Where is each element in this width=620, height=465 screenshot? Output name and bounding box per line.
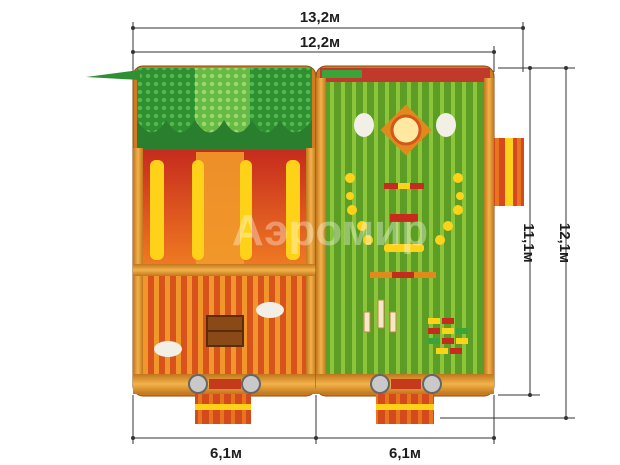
right-entrance-ring-right	[422, 374, 442, 394]
left-entrance-ring-right	[241, 374, 261, 394]
dim-right-module-width: 6,1м	[389, 445, 421, 462]
left-canopy-flap	[86, 70, 140, 80]
right-yellow-bumps	[345, 173, 464, 245]
dimension-ticks	[131, 26, 568, 440]
dim-overall-depth: 12,1м	[556, 223, 573, 263]
left-entrance-ring-left	[188, 374, 208, 394]
dim-left-module-width: 6,1м	[210, 445, 242, 462]
watermark: Аэромир	[232, 206, 428, 255]
right-block-grid	[428, 318, 468, 354]
dim-inner-depth: 11,1м	[520, 223, 537, 262]
right-module	[315, 65, 524, 424]
dim-overall-width: 13,2м	[300, 9, 340, 26]
dim-inner-width: 12,2м	[300, 34, 340, 51]
left-pillow-obstacle	[256, 302, 284, 318]
right-entrance-ring-left	[370, 374, 390, 394]
left-module	[86, 65, 317, 424]
dimension-lines	[132, 22, 575, 444]
